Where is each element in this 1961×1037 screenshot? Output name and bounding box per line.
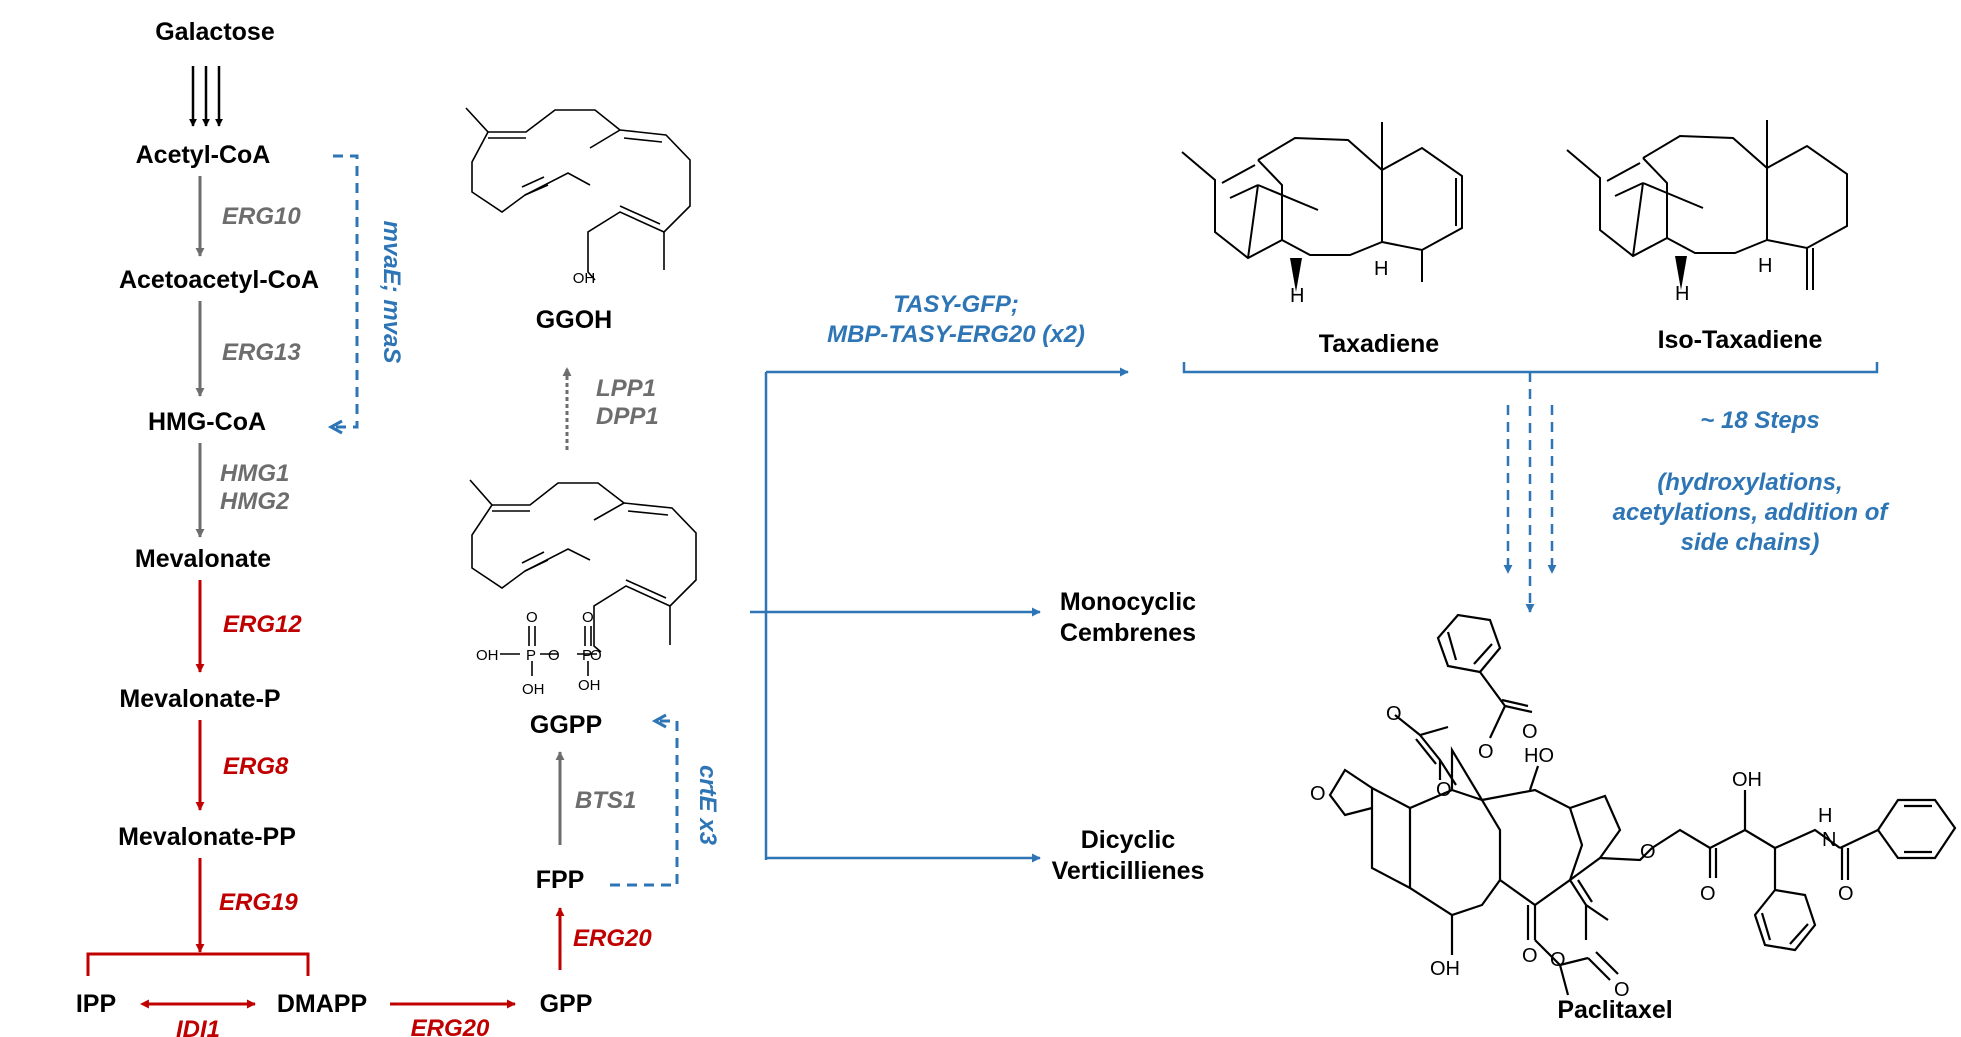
taxadiene-wedge bbox=[1290, 258, 1302, 292]
monocyclic-label-2: Cembrenes bbox=[1060, 619, 1196, 647]
erg20-gpp-label: ERG20 bbox=[411, 1015, 490, 1037]
crte-bypass-arrowhead bbox=[651, 713, 667, 729]
idi1-label: IDI1 bbox=[176, 1016, 220, 1037]
erg20-fpp-label: ERG20 bbox=[573, 925, 652, 952]
paclitaxel-o-carbonyl: O bbox=[1700, 883, 1716, 905]
ggpp-o-top-2: O bbox=[582, 609, 594, 626]
ggpp-oh-bottom-2: OH bbox=[578, 677, 601, 694]
galactose-label: Galactose bbox=[155, 18, 275, 46]
taxadiene-label: Taxadiene bbox=[1319, 330, 1440, 358]
erg8-label: ERG8 bbox=[223, 753, 289, 780]
ggoh-label: GGOH bbox=[536, 306, 612, 334]
monocyclic-label-1: Monocyclic bbox=[1060, 588, 1196, 616]
acetyl-coa-label: Acetyl-CoA bbox=[136, 141, 271, 169]
ggpp-o-bridge: O bbox=[548, 647, 560, 664]
iso-taxadiene-structure bbox=[1566, 120, 1848, 290]
ggoh-structure bbox=[465, 107, 691, 281]
ggpp-p-2: P bbox=[582, 647, 592, 664]
iso-taxadiene-h-2: H bbox=[1758, 255, 1772, 277]
ggpp-p-1: P bbox=[526, 647, 536, 664]
paclitaxel-o-amide: O bbox=[1838, 883, 1854, 905]
dpp1-label: DPP1 bbox=[596, 403, 659, 430]
lpp1-label: LPP1 bbox=[596, 375, 656, 402]
paclitaxel-structure bbox=[1328, 613, 1957, 996]
acetoacetyl-coa-label: Acetoacetyl-CoA bbox=[119, 266, 319, 294]
mevalonate-label: Mevalonate bbox=[135, 545, 271, 573]
ggoh-oh-label: OH bbox=[573, 270, 596, 287]
dicyclic-label-1: Dicyclic bbox=[1081, 826, 1176, 854]
paclitaxel-label: Paclitaxel bbox=[1557, 996, 1672, 1024]
bts1-label: BTS1 bbox=[575, 787, 636, 814]
taxadiene-h-2: H bbox=[1374, 258, 1388, 280]
paclitaxel-o-acetate-carbonyl: O bbox=[1614, 979, 1630, 1001]
erg19-label: ERG19 bbox=[219, 889, 298, 916]
taxadiene-h-1: H bbox=[1290, 285, 1304, 307]
taxadiene-structure bbox=[1181, 122, 1463, 282]
mevalonate-pathway: Galactose Acetyl-CoA ERG10 Acetoacetyl-C… bbox=[76, 18, 593, 1037]
ggpp-structure bbox=[469, 479, 697, 676]
hmg2-label: HMG2 bbox=[220, 488, 290, 515]
paclitaxel-o-oxetane: O bbox=[1310, 783, 1326, 805]
gpp-label: GPP bbox=[540, 990, 593, 1018]
hmg1-label: HMG1 bbox=[220, 460, 289, 487]
steps-detail-3: side chains) bbox=[1681, 529, 1820, 556]
ggpp-label: GGPP bbox=[530, 711, 602, 739]
paclitaxel-oh-bottom: OH bbox=[1430, 958, 1460, 980]
dicyclic-label-2: Verticillienes bbox=[1052, 857, 1205, 885]
taxadiene-bracket bbox=[1182, 362, 1879, 374]
paclitaxel-h: H bbox=[1818, 805, 1832, 827]
mevalonate-p-label: Mevalonate-P bbox=[119, 685, 280, 713]
mva-bypass-line bbox=[330, 154, 359, 429]
erg10-label: ERG10 bbox=[222, 203, 301, 230]
paclitaxel-n: N bbox=[1822, 829, 1836, 851]
tasy-line-1: TASY-GFP; bbox=[893, 291, 1019, 318]
mva-label: mvaE; mvaS bbox=[378, 221, 405, 364]
paclitaxel-o-ketone: O bbox=[1522, 945, 1538, 967]
ggpp-oh-bottom-1: OH bbox=[522, 681, 545, 698]
paclitaxel-ho-top: HO bbox=[1524, 745, 1554, 767]
iso-taxadiene-label: Iso-Taxadiene bbox=[1658, 326, 1823, 354]
paclitaxel-o-ester-1: O bbox=[1478, 741, 1494, 763]
iso-taxadiene-h-1: H bbox=[1675, 283, 1689, 305]
ggpp-o-top-1: O bbox=[526, 609, 538, 626]
middle-column: OH GGOH LPP1 DPP1 O OH P O bbox=[465, 107, 721, 970]
ipp-label: IPP bbox=[76, 990, 116, 1018]
mva-bypass-arrowhead bbox=[327, 419, 343, 435]
paclitaxel-oh-side: OH bbox=[1732, 769, 1762, 791]
mevalonate-pp-label: Mevalonate-PP bbox=[118, 823, 296, 851]
iso-taxadiene-wedge bbox=[1675, 256, 1687, 290]
steps-label: ~ 18 Steps bbox=[1700, 407, 1819, 434]
ggpp-o-link-1: O bbox=[590, 647, 602, 664]
ggpp-oh-1: OH bbox=[476, 647, 499, 664]
crte-label: crtE x3 bbox=[694, 765, 721, 846]
triple-arrow bbox=[189, 66, 223, 127]
tasy-line-2: MBP-TASY-ERG20 (x2) bbox=[827, 321, 1085, 348]
steps-detail-1: (hydroxylations, bbox=[1657, 469, 1842, 496]
erg12-label: ERG12 bbox=[223, 611, 302, 638]
fpp-label: FPP bbox=[536, 866, 585, 894]
ipp-dmapp-branch bbox=[86, 952, 310, 976]
terpene-synthase-branches: TASY-GFP; MBP-TASY-ERG20 (x2) bbox=[750, 291, 1129, 863]
crte-bypass-line bbox=[610, 719, 679, 887]
paclitaxel-o-acetate-top: O bbox=[1386, 703, 1402, 725]
erg13-label: ERG13 bbox=[222, 339, 301, 366]
paclitaxel-o-acetate-bottom: O bbox=[1550, 949, 1566, 971]
paclitaxel-o-ester-2: O bbox=[1640, 841, 1656, 863]
paclitaxel-o-acetate: O bbox=[1436, 779, 1452, 801]
steps-detail-2: acetylations, addition of bbox=[1613, 499, 1890, 526]
hmg-coa-label: HMG-CoA bbox=[148, 408, 266, 436]
paclitaxel-o-benzoyl: O bbox=[1522, 721, 1538, 743]
dmapp-label: DMAPP bbox=[277, 990, 367, 1018]
